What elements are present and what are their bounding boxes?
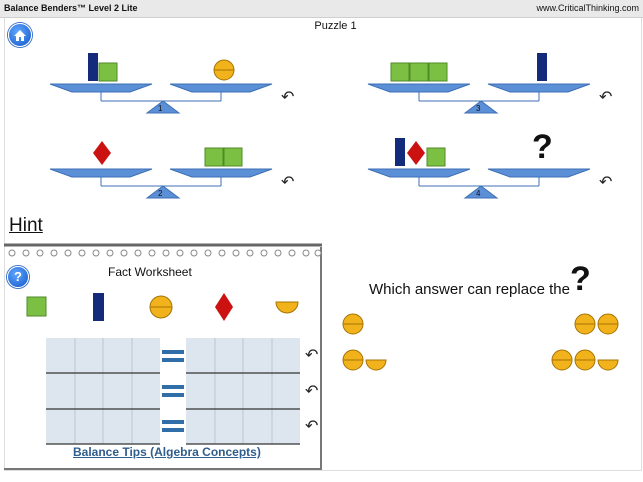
fact-worksheet-panel xyxy=(4,247,322,470)
scale-number: 2 xyxy=(158,189,163,198)
home-button[interactable] xyxy=(8,23,32,47)
undo-icon[interactable]: ↶ xyxy=(599,174,613,191)
blue-bar-icon xyxy=(88,53,98,81)
blue-bar-icon xyxy=(395,138,405,166)
scale-number: 1 xyxy=(158,104,163,113)
top-bar xyxy=(0,0,643,18)
scale-number: 3 xyxy=(476,104,481,113)
scale-1 xyxy=(49,53,273,114)
puzzle-title: Puzzle 1 xyxy=(314,20,357,32)
balance-tips-link[interactable]: Balance Tips (Algebra Concepts) xyxy=(73,445,261,459)
answer-option-c xyxy=(342,349,387,371)
answer-options[interactable] xyxy=(340,310,630,376)
scale-4 xyxy=(367,138,591,199)
shape-palette xyxy=(26,293,299,321)
red-diamond-icon xyxy=(407,141,425,165)
hint-label[interactable]: Hint xyxy=(9,215,43,236)
red-diamond-icon xyxy=(215,293,233,321)
help-button[interactable]: ? xyxy=(7,266,29,288)
unknown-question-mark: ? xyxy=(532,128,553,166)
green-square-icon xyxy=(426,147,446,167)
spiral-binding xyxy=(4,243,322,257)
undo-icon[interactable]: ↶ xyxy=(281,89,295,106)
orange-circle-icon xyxy=(149,295,173,319)
scale-3 xyxy=(367,53,591,114)
answer-option-d xyxy=(551,349,619,371)
undo-icon[interactable]: ↶ xyxy=(305,347,319,364)
green-square-icon xyxy=(390,62,410,82)
green-square-icon xyxy=(409,62,429,82)
green-square-icon xyxy=(98,62,118,82)
worksheet-title: Fact Worksheet xyxy=(108,265,192,279)
undo-icon[interactable]: ↶ xyxy=(281,174,295,191)
app-title: Balance Benders™ Level 2 Lite xyxy=(4,3,138,13)
home-icon xyxy=(14,30,26,41)
equals-sign xyxy=(162,350,184,432)
scale-2 xyxy=(49,141,273,199)
green-square-icon xyxy=(428,62,448,82)
question-text: Which answer can replace the xyxy=(369,281,570,298)
green-square-icon xyxy=(26,296,47,317)
question-mark-icon: ? xyxy=(570,260,591,298)
undo-icon[interactable]: ↶ xyxy=(599,89,613,106)
red-diamond-icon xyxy=(93,141,111,165)
undo-icon[interactable]: ↶ xyxy=(305,418,319,435)
green-square-icon xyxy=(223,147,243,167)
green-square-icon xyxy=(204,147,224,167)
blue-bar-icon xyxy=(93,293,104,321)
site-url: www.CriticalThinking.com xyxy=(536,3,639,13)
orange-half-circle-icon xyxy=(275,301,299,314)
blue-bar-icon xyxy=(537,53,547,81)
answer-option-a xyxy=(342,313,364,335)
scale-number: 4 xyxy=(476,189,481,198)
worksheet-grid[interactable] xyxy=(46,338,304,450)
answer-option-b xyxy=(574,313,619,335)
undo-icon[interactable]: ↶ xyxy=(305,383,319,400)
